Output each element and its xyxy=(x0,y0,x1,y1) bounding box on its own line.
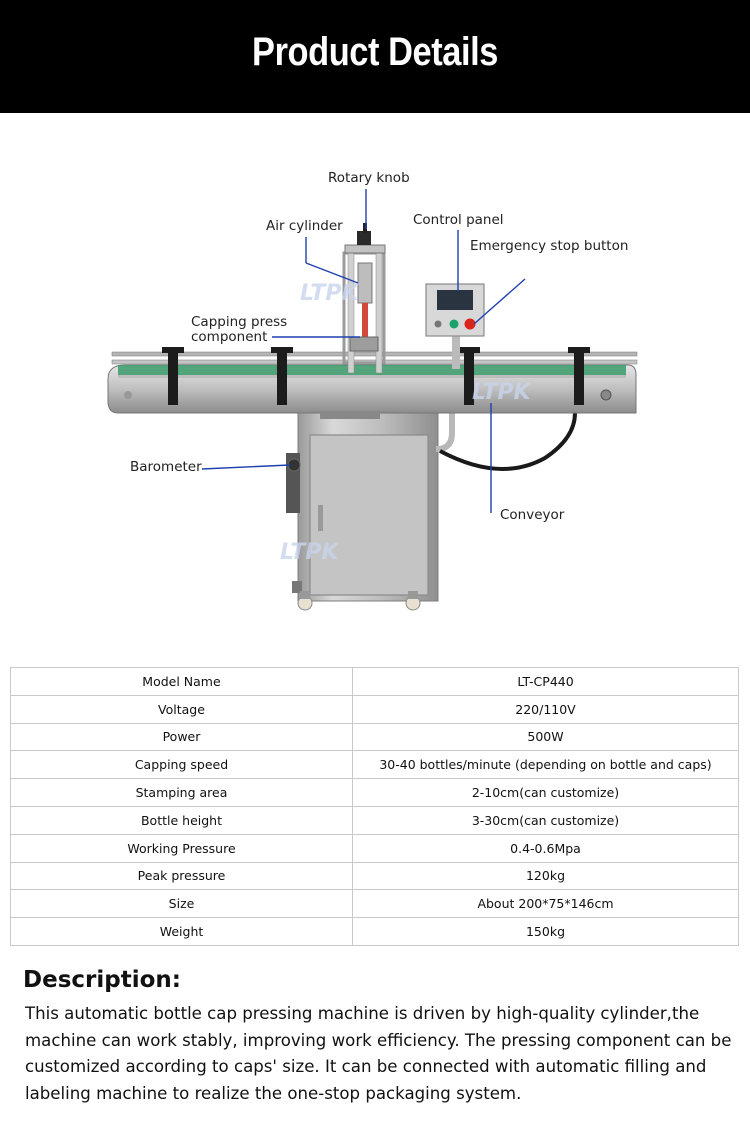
guide-rail xyxy=(111,351,638,357)
press-top-plate xyxy=(344,244,386,254)
control-panel-post xyxy=(452,333,460,369)
header-banner: Product Details xyxy=(0,0,750,113)
spec-key: Bottle height xyxy=(10,805,353,835)
spec-key: Weight xyxy=(10,917,353,946)
rotary-knob xyxy=(357,231,371,245)
spec-key: Stamping area xyxy=(10,778,353,807)
spec-value: 0.4-0.6Mpa xyxy=(352,833,739,863)
spec-value: 120kg xyxy=(352,861,739,891)
watermark: LTPK xyxy=(472,380,533,405)
cabinet-door xyxy=(309,434,429,596)
callout-rotary-knob: Rotary knob xyxy=(328,170,410,186)
callout-emergency-stop: Emergency stop button xyxy=(470,238,629,254)
spec-value: 2-10cm(can customize) xyxy=(352,778,739,807)
callout-conveyor: Conveyor xyxy=(500,507,565,523)
description-body: This automatic bottle cap pressing machi… xyxy=(25,1004,732,1103)
callout-control-panel: Control panel xyxy=(413,212,504,228)
air-hose xyxy=(439,412,577,471)
callout-barometer: Barometer xyxy=(130,459,202,475)
spec-key: Working Pressure xyxy=(10,833,353,863)
spec-value: 3-30cm(can customize) xyxy=(352,805,739,835)
machine-figure: LTPK LTPK LTPK Rotary knob Air cylinder … xyxy=(0,113,750,653)
control-panel-screen xyxy=(437,290,473,310)
capping-head xyxy=(349,336,379,352)
spec-key: Capping speed xyxy=(10,750,353,780)
start-button xyxy=(449,319,459,329)
callout-air-cylinder: Air cylinder xyxy=(266,218,343,234)
spec-value: 150kg xyxy=(352,917,739,946)
air-cylinder xyxy=(357,262,373,304)
machine-illustration: LTPK LTPK LTPK xyxy=(107,189,638,611)
spec-key: Model Name xyxy=(10,667,353,696)
watermark: LTPK xyxy=(280,540,341,565)
press-column xyxy=(347,250,355,374)
spec-key: Peak pressure xyxy=(10,861,353,891)
spec-key: Size xyxy=(10,889,353,919)
page-title: Product Details xyxy=(252,30,498,74)
spec-value: 220/110V xyxy=(352,694,739,724)
watermark: LTPK xyxy=(300,281,361,306)
spec-key: Voltage xyxy=(10,694,353,724)
rail-brackets xyxy=(162,347,590,405)
conveyor-belt xyxy=(118,365,626,375)
spec-value: About 200*75*146cm xyxy=(352,889,739,919)
spec-value: LT-CP440 xyxy=(352,667,739,696)
callout-capping-press-line2: component xyxy=(191,329,268,345)
description-title: Description: xyxy=(23,967,181,993)
callout-capping-press-line1: Capping press xyxy=(191,314,288,330)
spec-value: 500W xyxy=(352,722,739,752)
spec-value: 30-40 bottles/minute (depending on bottl… xyxy=(352,750,739,780)
callout-lines xyxy=(201,189,526,513)
spec-key: Power xyxy=(10,722,353,752)
pipe xyxy=(436,367,455,452)
conveyor-base xyxy=(320,411,380,419)
emergency-stop-button xyxy=(464,318,476,330)
